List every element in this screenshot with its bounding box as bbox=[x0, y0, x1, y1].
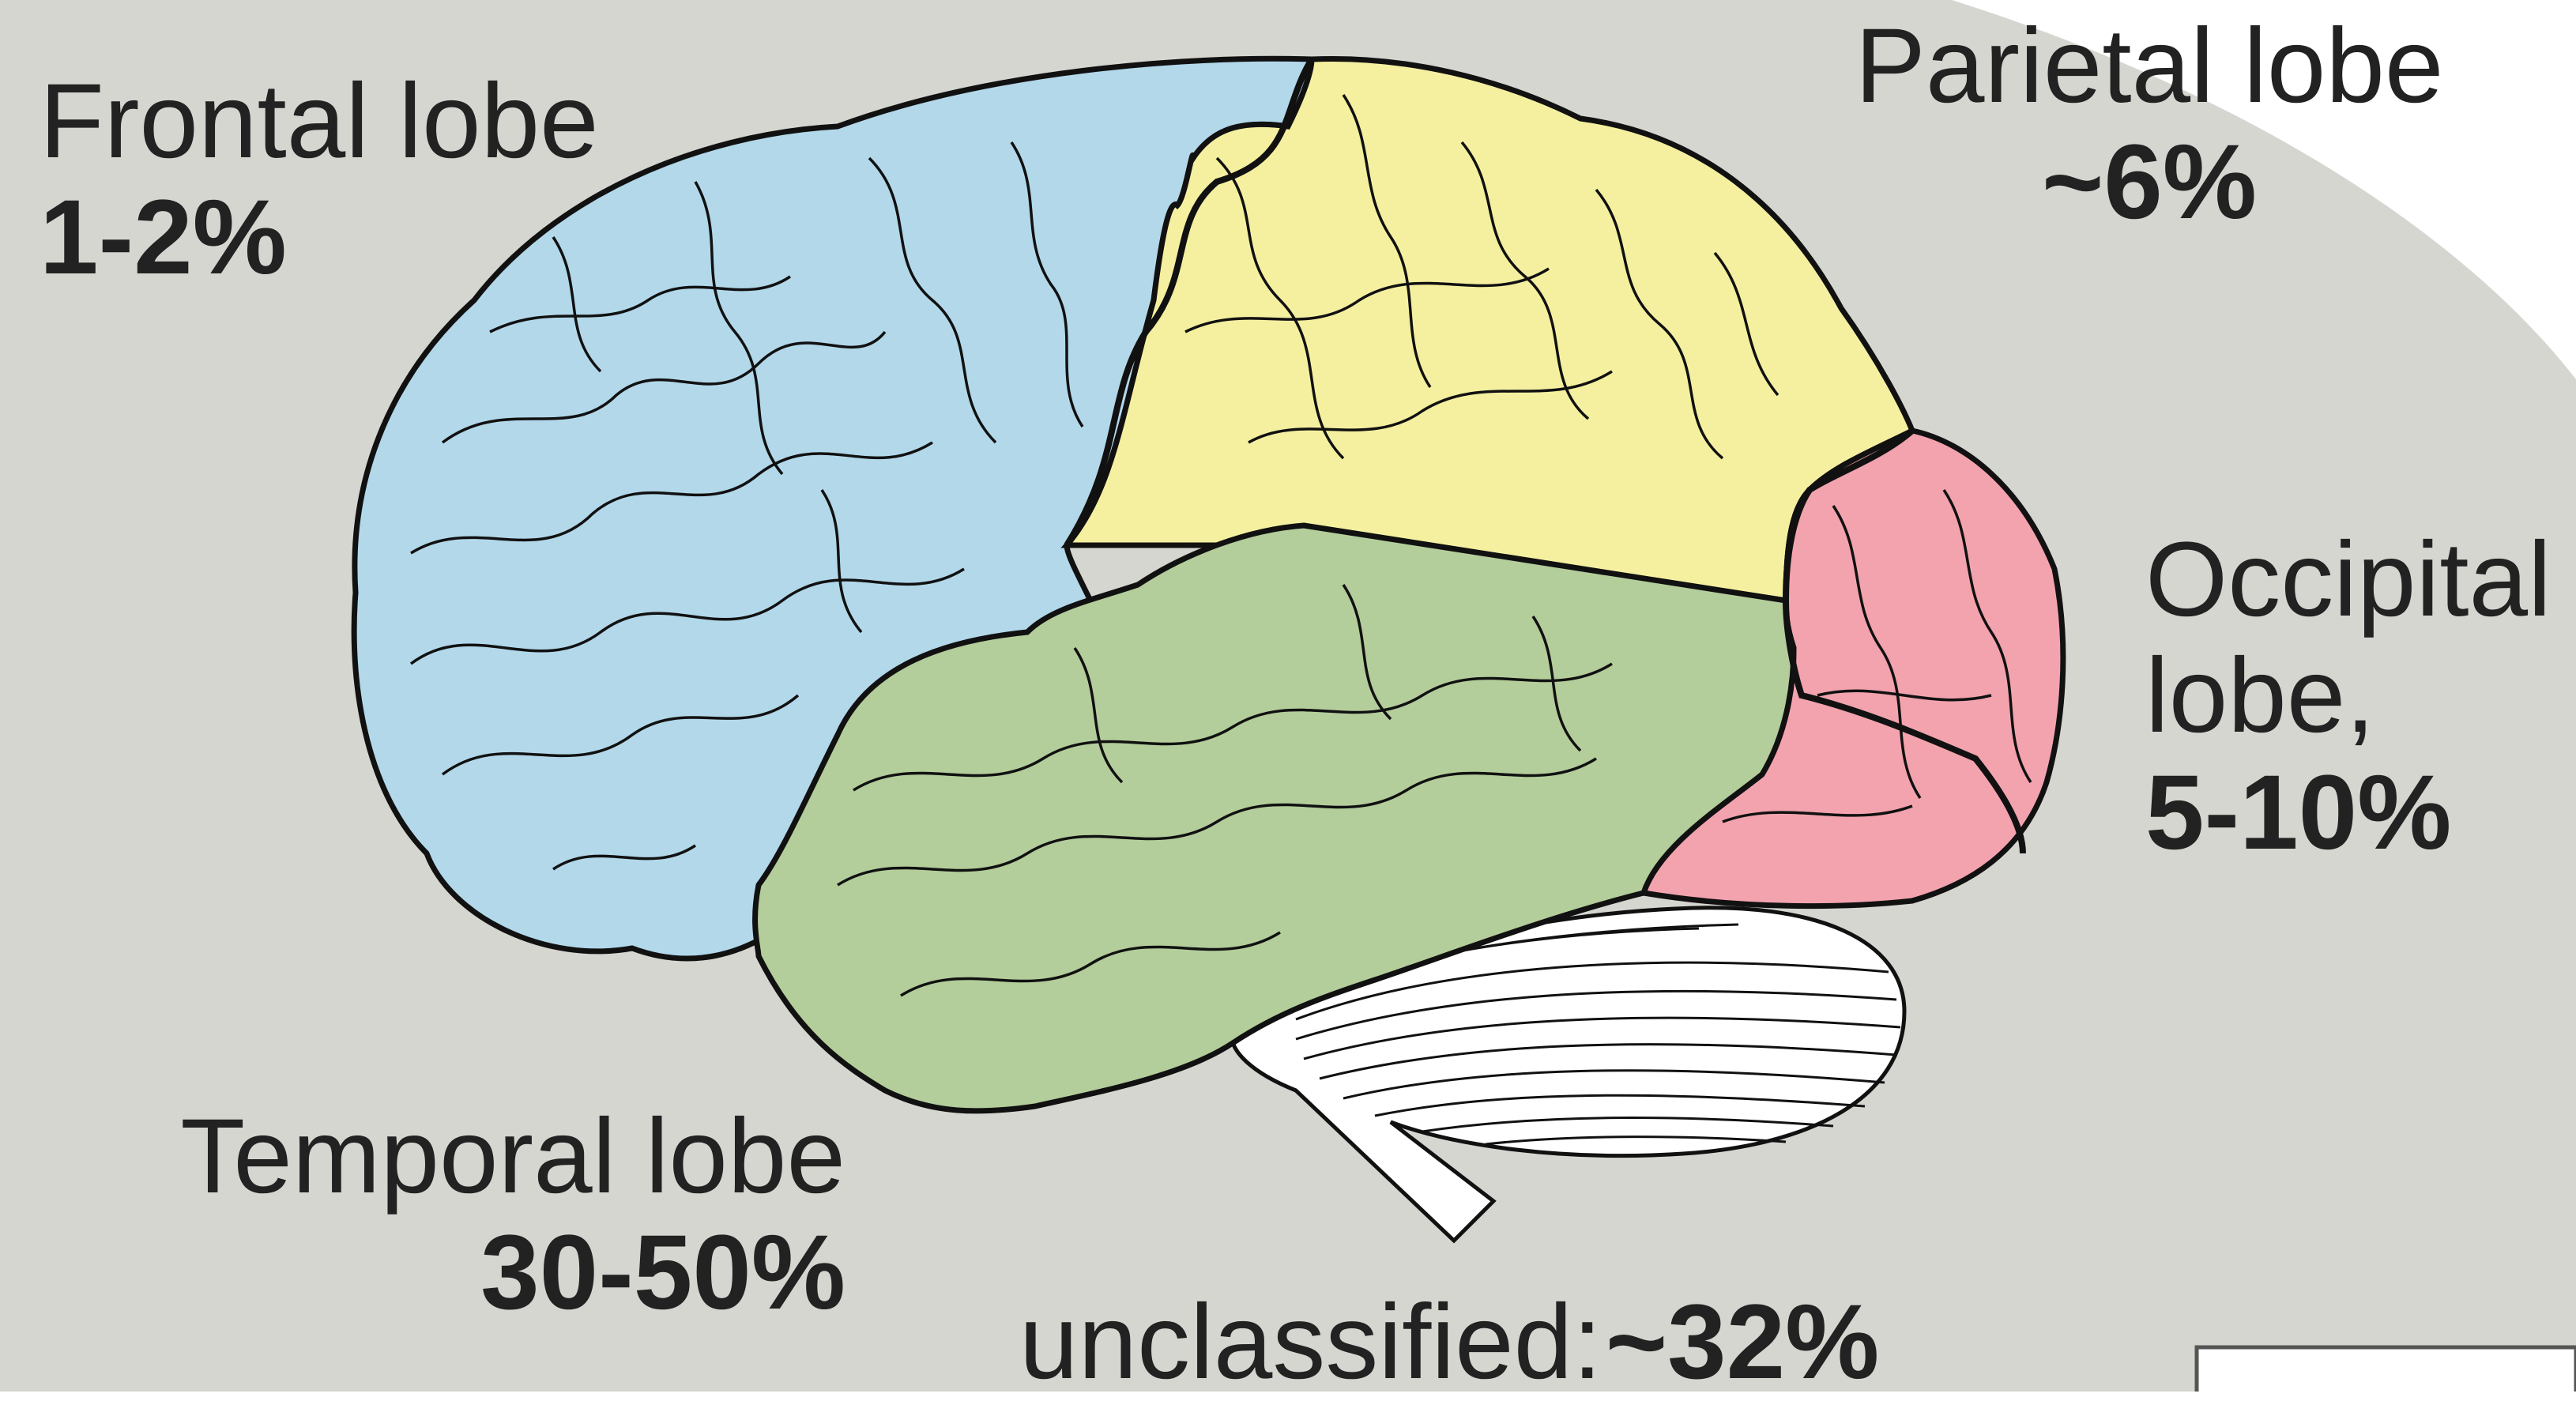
frontal-lobe-label: Frontal lobe 1-2% bbox=[40, 63, 599, 296]
parietal-lobe-name: Parietal lobe bbox=[1833, 8, 2465, 124]
temporal-lobe-percentage: 30-50% bbox=[79, 1215, 845, 1331]
occipital-lobe-label: Occipital lobe, 5-10% bbox=[2145, 522, 2552, 871]
parietal-lobe-percentage: ~6% bbox=[1833, 124, 2465, 240]
corner-box bbox=[2197, 1347, 2576, 1392]
occipital-lobe-name-line1: Occipital bbox=[2145, 522, 2552, 638]
occipital-lobe-percentage: 5-10% bbox=[2145, 755, 2552, 871]
unclassified-name: unclassified: bbox=[1019, 1283, 1602, 1401]
unclassified-percentage: ~32% bbox=[1606, 1283, 1879, 1401]
frontal-lobe-name: Frontal lobe bbox=[40, 63, 599, 179]
occipital-lobe-name-line2: lobe, bbox=[2145, 638, 2552, 754]
frontal-lobe-percentage: 1-2% bbox=[40, 179, 599, 296]
temporal-lobe-label: Temporal lobe 30-50% bbox=[79, 1098, 845, 1331]
unclassified-label: unclassified: ~32% bbox=[1019, 1284, 1879, 1400]
temporal-lobe-name: Temporal lobe bbox=[79, 1098, 845, 1215]
parietal-lobe-label: Parietal lobe ~6% bbox=[1833, 8, 2465, 241]
